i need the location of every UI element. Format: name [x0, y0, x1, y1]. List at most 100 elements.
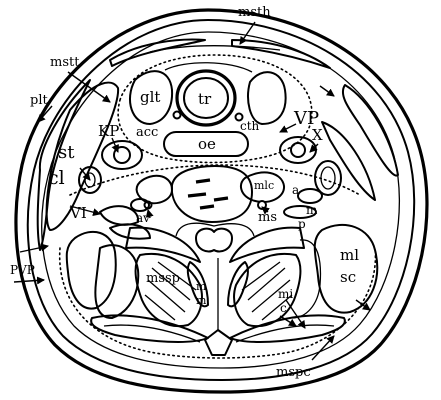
av-vessel [143, 200, 153, 210]
arrow-ms [261, 206, 270, 215]
vertebral-mark-1 [195, 178, 211, 184]
carotid-sheath-left [101, 140, 143, 170]
levator-scapulae-right [313, 223, 379, 314]
parathyroid-left [172, 110, 182, 120]
arrow-cl [79, 167, 91, 181]
vertebral-artery-left [130, 198, 150, 212]
label-mlc: mlc [254, 179, 274, 192]
visceral-fascia [117, 54, 313, 164]
spinal-canal [175, 222, 255, 237]
label-cl: cl [48, 167, 65, 189]
thyroid-lobe-right [247, 71, 287, 125]
label-acc: acc [136, 125, 158, 140]
label-vp: VP [293, 108, 319, 129]
vertebral-mark-4 [199, 204, 215, 210]
thyroid-lobe-left [129, 70, 174, 125]
label-glt: glt [140, 88, 160, 106]
label-x: X [312, 126, 323, 144]
thyroid-isthmus [164, 62, 253, 73]
label-m1: m [196, 280, 207, 293]
label-vi: VI [69, 204, 87, 222]
label-st: st [58, 142, 75, 163]
label-oe: oe [198, 135, 216, 153]
msth-muscle-right [231, 39, 331, 69]
trapezius-right [229, 314, 346, 343]
label-plt: plt [30, 93, 48, 108]
arrow-kp [111, 137, 119, 153]
longus-colli-left [135, 174, 173, 205]
trapezius-fiber-left [103, 324, 201, 343]
vertebral-body [170, 165, 253, 223]
sternocleidomastoid-right [341, 84, 399, 177]
msth-muscle-left [109, 38, 206, 67]
prevertebral-fascia-lower [58, 247, 377, 359]
label-c: c [280, 301, 287, 315]
jugular-vein-right [314, 160, 342, 196]
trachea-outer [175, 69, 237, 127]
vertebral-mark-2 [187, 192, 207, 198]
arrow-mspc [311, 335, 335, 361]
semispinalis-right [233, 252, 302, 328]
longus-colli-right [239, 171, 285, 204]
nuchal-ligament [204, 329, 233, 356]
carotid-artery-left [113, 146, 131, 164]
scalene-band-left-2 [109, 223, 151, 240]
trapezius-left [90, 314, 209, 343]
lamina-right [229, 226, 305, 263]
vertebral-mark-3 [213, 196, 229, 202]
fiber-lines-right [241, 261, 293, 321]
trapezius-fiber-right [235, 324, 335, 343]
jugular-vein-right-inner [320, 166, 336, 190]
platysma-outline [26, 19, 416, 381]
arrow-pvp-1 [19, 243, 49, 253]
splenius-left [94, 244, 140, 319]
label-ms: ms [258, 210, 277, 225]
outer-outline [14, 8, 429, 394]
arrow-sc-right [355, 299, 371, 311]
label-tr: tr [198, 90, 212, 108]
superficial-fascia [41, 31, 400, 369]
oesophagus [163, 131, 249, 157]
multifidus-right [227, 261, 249, 308]
arrow-pvp-2 [13, 276, 45, 285]
arrow-plt [37, 105, 53, 123]
vessel-left [78, 166, 102, 194]
arrow-av [145, 209, 154, 219]
label-m: m [306, 203, 318, 217]
arrow-vp [279, 123, 297, 133]
carotid-artery-right [290, 142, 306, 158]
msth-fiber [149, 45, 281, 53]
spinal-cord [195, 227, 233, 253]
prevertebral-fascia [69, 164, 361, 196]
multifidus-left [186, 261, 209, 308]
label-p: p [298, 217, 306, 231]
trachea-inner [183, 77, 229, 119]
arrow-c [279, 315, 297, 327]
label-mstt: mstt [50, 55, 80, 70]
strap-band-right [321, 121, 376, 201]
arrow-vp-right [319, 85, 335, 97]
arrow-msth [239, 21, 256, 45]
arrow-mi [285, 299, 306, 329]
semispinalis-left [134, 252, 203, 328]
label-cth: cth [240, 119, 260, 133]
arrow-mstt [67, 71, 111, 103]
label-mssp: mssp [146, 271, 180, 286]
fiber-lines-left [144, 261, 197, 321]
arrow-vi [69, 205, 101, 217]
label-m2: m [196, 294, 207, 307]
arrow-x [309, 143, 319, 153]
splenius-right-inner [291, 239, 322, 319]
label-a: a [292, 183, 299, 197]
label-msth: msth [238, 5, 271, 20]
label-ml: ml [340, 246, 359, 264]
label-pvp: PVP [10, 263, 35, 277]
scalene-small-right [283, 205, 317, 219]
label-sc: sc [340, 268, 356, 286]
levator-scapulae-left [65, 230, 117, 310]
strap-band-left [36, 79, 91, 251]
parathyroid-right [234, 112, 244, 122]
label-av: av [136, 211, 150, 225]
